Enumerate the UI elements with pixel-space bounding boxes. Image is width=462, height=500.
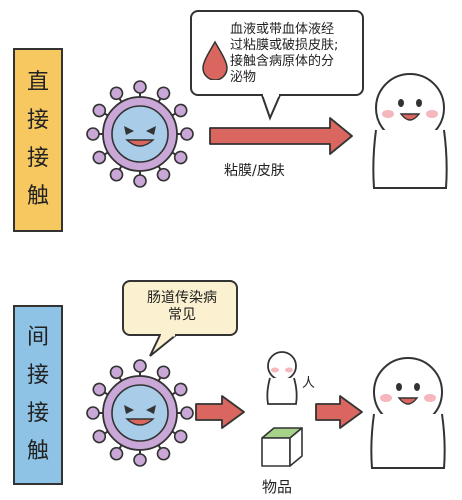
cube-object-icon [261,427,303,467]
small-person-icon [266,351,298,405]
person-face-icon [370,357,446,469]
person-face-icon [372,73,448,189]
direct-label-char-4: 触 [26,184,49,209]
indirect-label-char-2: 接 [26,363,49,388]
indirect-label-char-4: 触 [26,439,49,464]
direct-contact-label: 直 接 接 触 [13,48,63,232]
object-label: 物品 [262,478,293,496]
virus-icon [87,81,193,187]
direct-bubble-line: 泌物 [230,70,257,85]
indirect-label-char-1: 间 [26,325,49,350]
arrow-right-icon [315,395,363,429]
blood-drop-icon [202,40,228,80]
indirect-bubble-line: 常见 [168,307,196,323]
arrow-right-icon [209,117,353,155]
indirect-bubble-text: 肠道传染病 常见 [130,290,234,324]
direct-speech-bubble: 血液或带血体液经 过粘膜或破损皮肤; 接触含病原体的分 泌物 [190,10,364,96]
direct-label-char-1: 直 [26,70,49,95]
arrow-right-icon [195,395,245,429]
indirect-bubble-line: 肠道传染病 [147,290,217,306]
virus-icon [87,360,193,466]
indirect-contact-label: 间 接 接 触 [13,305,63,485]
direct-bubble-line: 接触含病原体的分 [230,54,335,69]
direct-bubble-line: 血液或带血体液经 [230,22,335,37]
direct-bubble-text: 血液或带血体液经 过粘膜或破损皮肤; 接触含病原体的分 泌物 [230,22,358,86]
direct-label-char-2: 接 [26,108,49,133]
indirect-label-char-3: 接 [26,401,49,426]
direct-bubble-line: 过粘膜或破损皮肤; [230,38,339,53]
direct-label-char-3: 接 [26,146,49,171]
indirect-speech-bubble: 肠道传染病 常见 [122,280,238,336]
person-label: 人 [302,376,316,391]
route-label: 粘膜/皮肤 [224,163,285,179]
